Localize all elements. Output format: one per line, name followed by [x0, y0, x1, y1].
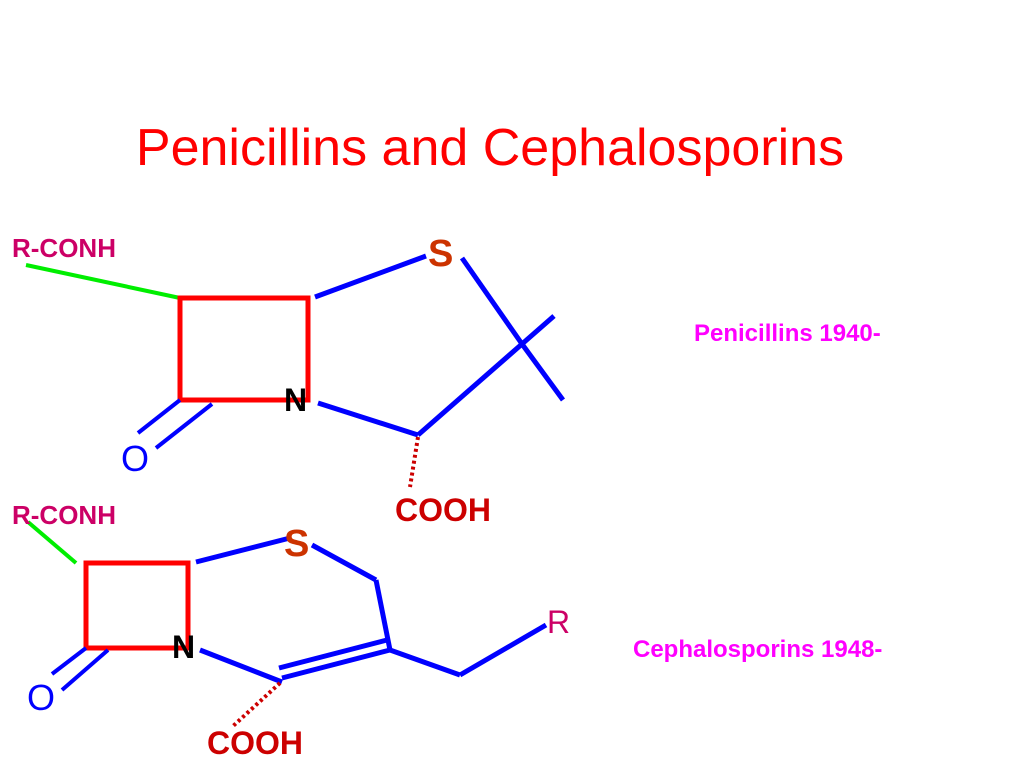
- penicillin-c-c-bond: [416, 342, 524, 437]
- penicillin-cooh-label: COOH: [395, 492, 491, 528]
- penicillin-r-conh-label: R-CONH: [12, 233, 116, 263]
- penicillins-caption: Penicillins 1940-: [694, 320, 881, 347]
- penicillin-c-s-bond: [314, 253, 427, 300]
- cephalosporin-double-bond-b: [278, 637, 388, 671]
- penicillin-nitrogen-label: N: [284, 382, 307, 418]
- cephalosporin-structure: R-CONH S N O COOH R: [12, 500, 570, 761]
- cephalosporin-sulfur-label: S: [284, 523, 309, 565]
- penicillin-beta-lactam-ring: [177, 295, 311, 403]
- cephalosporin-carbonyl-bond-a: [50, 646, 88, 676]
- penicillin-carbonyl-bond-b: [154, 402, 214, 450]
- penicillin-stereo-bond: [408, 436, 420, 488]
- penicillin-carbonyl-bond-a: [136, 398, 182, 435]
- penicillin-gem-dimethyl-bond-down: [519, 342, 566, 402]
- cephalosporin-carbonyl-bond-b: [60, 648, 110, 692]
- penicillin-gem-dimethyl-bond-up: [520, 314, 556, 346]
- penicillin-structure: R-CONH S N O COOH: [12, 233, 566, 528]
- penicillin-s-c-bond: [459, 256, 525, 346]
- penicillin-oxygen-label: O: [121, 438, 149, 479]
- cephalosporins-caption: Cephalosporins 1948-: [633, 636, 883, 663]
- cephalosporin-r-conh-label: R-CONH: [12, 500, 116, 530]
- cephalosporin-s-ch2-bond: [310, 542, 378, 583]
- cephalosporin-c-s-bond: [195, 535, 291, 565]
- cephalosporin-n-c-bond: [199, 647, 283, 685]
- cephalosporin-cooh-label: COOH: [207, 725, 303, 761]
- slide-title: Penicillins and Cephalosporins: [135, 119, 845, 177]
- cephalosporin-beta-lactam-ring: [83, 560, 191, 651]
- cephalosporin-ch2-c-bond: [373, 579, 393, 651]
- cephalosporin-nitrogen-label: N: [172, 629, 195, 665]
- cephalosporin-c-ch2-bond: [389, 647, 461, 678]
- cephalosporin-double-bond-a: [281, 647, 391, 681]
- cephalosporin-ch2-r-bond: [458, 622, 548, 678]
- penicillin-sulfur-label: S: [428, 233, 453, 275]
- penicillin-side-chain-bond: [25, 263, 181, 300]
- penicillin-n-c-bond: [317, 400, 419, 438]
- cephalosporin-side-chain-bond: [26, 520, 78, 565]
- cephalosporin-stereo-bond: [230, 681, 282, 729]
- cephalosporin-oxygen-label: O: [27, 677, 55, 718]
- cephalosporin-r-substituent-label: R: [547, 604, 570, 640]
